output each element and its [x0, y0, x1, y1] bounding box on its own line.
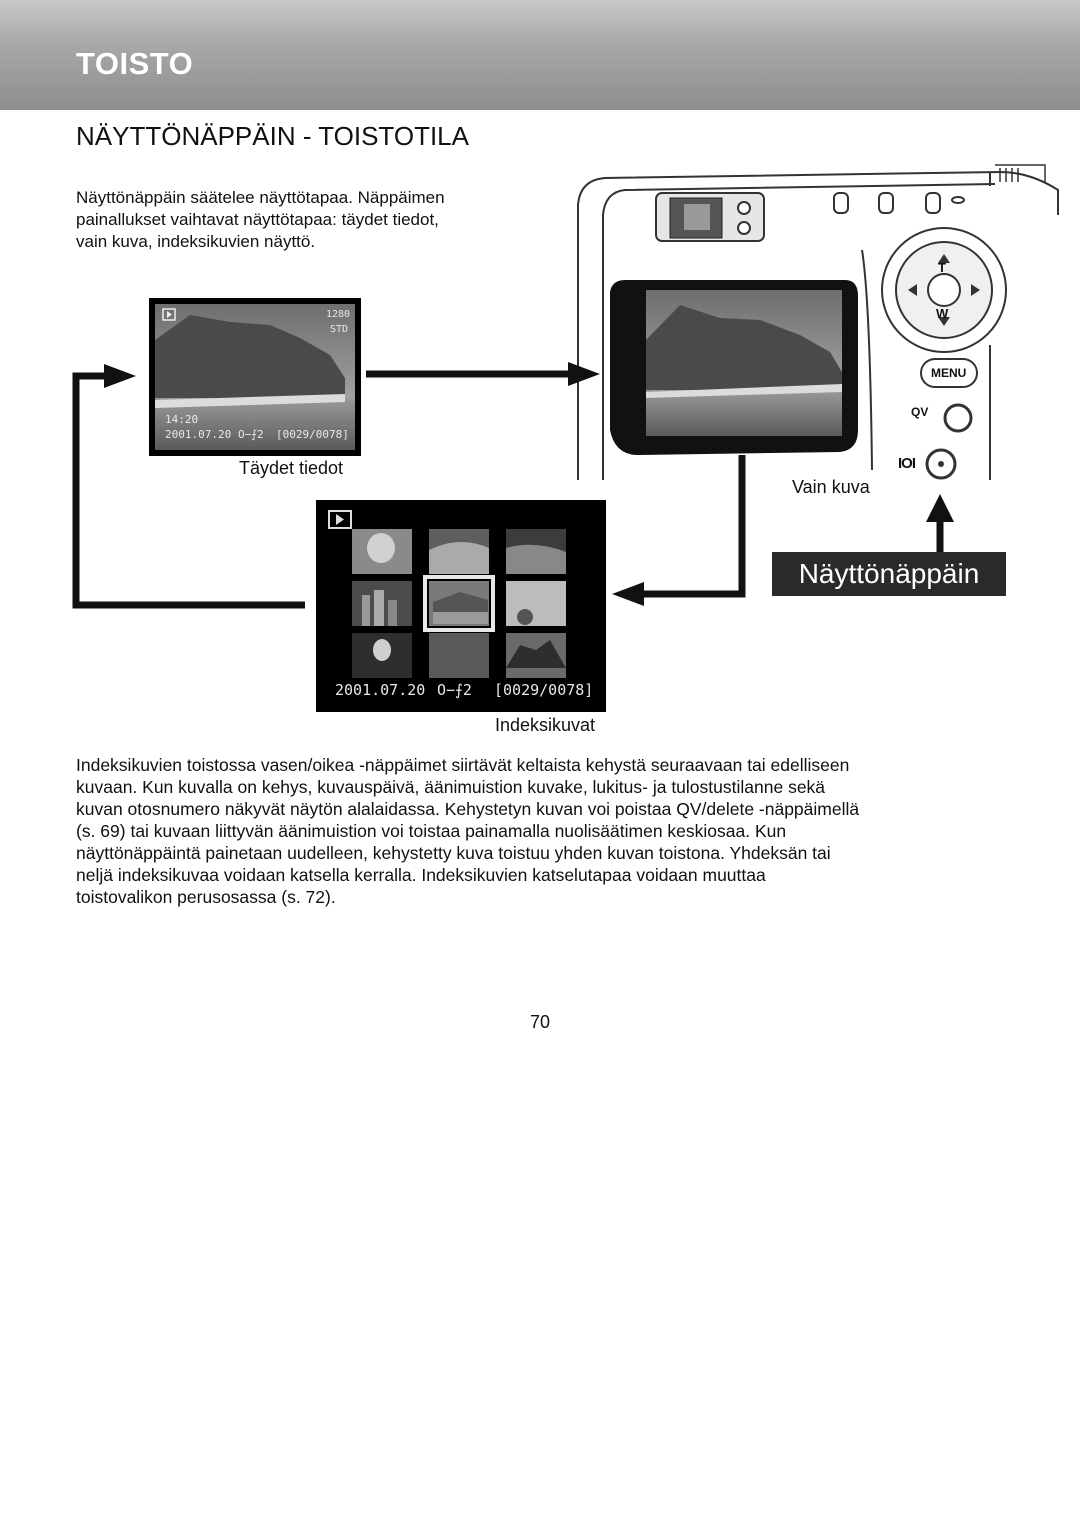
body-line: näyttönäppäintä painetaan uudelleen, keh…	[76, 843, 831, 863]
strap-lug-icons	[833, 192, 965, 214]
display-button-label: Näyttönäppäin	[772, 552, 1006, 596]
body-line: (s. 69) tai kuvaan liittyvän äänimuistio…	[76, 821, 787, 841]
intro-line: vain kuva, indeksikuvien näyttö.	[76, 232, 316, 251]
viewfinder-icon	[655, 192, 765, 242]
controller-dial[interactable]	[881, 227, 1007, 353]
grip-ridges-icon	[999, 168, 1019, 182]
playback-diagram	[72, 164, 1059, 712]
section-title: TOISTO	[76, 46, 194, 81]
time-label: 14:20	[165, 413, 199, 426]
intro-line: Näyttönäppäin säätelee näyttötapaa. Näpp…	[76, 188, 445, 207]
selection-frame	[423, 575, 495, 632]
image-size-label: 1280	[326, 309, 351, 320]
menu-button[interactable]	[920, 358, 978, 388]
intro-line: painallukset vaihtavat näyttötapaa: täyd…	[76, 210, 439, 229]
menu-button-label: MENU	[931, 366, 967, 380]
body-line: toistovalikon perusosassa (s. 72).	[76, 887, 336, 907]
dial-t-label: T	[938, 260, 946, 275]
intro-paragraph: Näyttönäppäin säätelee näyttötapaa. Näpp…	[76, 187, 546, 253]
arrow-down-left	[640, 455, 746, 598]
quality-label: STD	[330, 324, 349, 335]
qv-delete-button[interactable]	[943, 403, 973, 433]
flow-arrows	[72, 362, 954, 609]
qv-delete-label: QV	[911, 405, 929, 419]
index-lock-print-status: O−⨍2	[437, 681, 472, 699]
caption-full-info: Täydet tiedot	[239, 458, 344, 478]
frame-counter: [0029/0078]	[276, 428, 349, 441]
camera-lcd-image-only	[610, 280, 858, 456]
index-frame-counter: [0029/0078]	[494, 681, 594, 699]
index-date-label: 2001.07.20	[335, 681, 426, 699]
full-info-screen	[149, 298, 361, 456]
page-number: 70	[529, 1012, 551, 1032]
body-line: kuvaan. Kun kuvalla on kehys, kuvauspäiv…	[76, 777, 826, 797]
index-thumbnail	[429, 633, 489, 678]
page-heading: NÄYTTÖNÄPPÄIN - TOISTOTILA	[76, 121, 469, 151]
caption-image-only: Vain kuva	[792, 477, 870, 497]
arrow-loop-back	[72, 372, 305, 609]
display-button-icon: IOI	[898, 455, 916, 472]
date-label: 2001.07.20	[165, 428, 232, 441]
body-line: neljä indeksikuvaa voidaan katsella kerr…	[76, 865, 766, 885]
camera-body	[577, 164, 1059, 480]
header-band	[0, 0, 1080, 110]
index-thumbnail	[506, 581, 566, 626]
body-paragraph: Indeksikuvien toistossa vasen/oikea -näp…	[76, 754, 1006, 908]
dial-w-label: W	[936, 306, 949, 321]
caption-index: Indeksikuvat	[495, 715, 596, 735]
lock-print-status: O−⨍2	[238, 428, 264, 441]
body-line: kuvan otosnumero näkyvät näytön alalaida…	[76, 799, 860, 819]
index-screen	[316, 500, 606, 712]
body-line: Indeksikuvien toistossa vasen/oikea -näp…	[76, 755, 850, 775]
